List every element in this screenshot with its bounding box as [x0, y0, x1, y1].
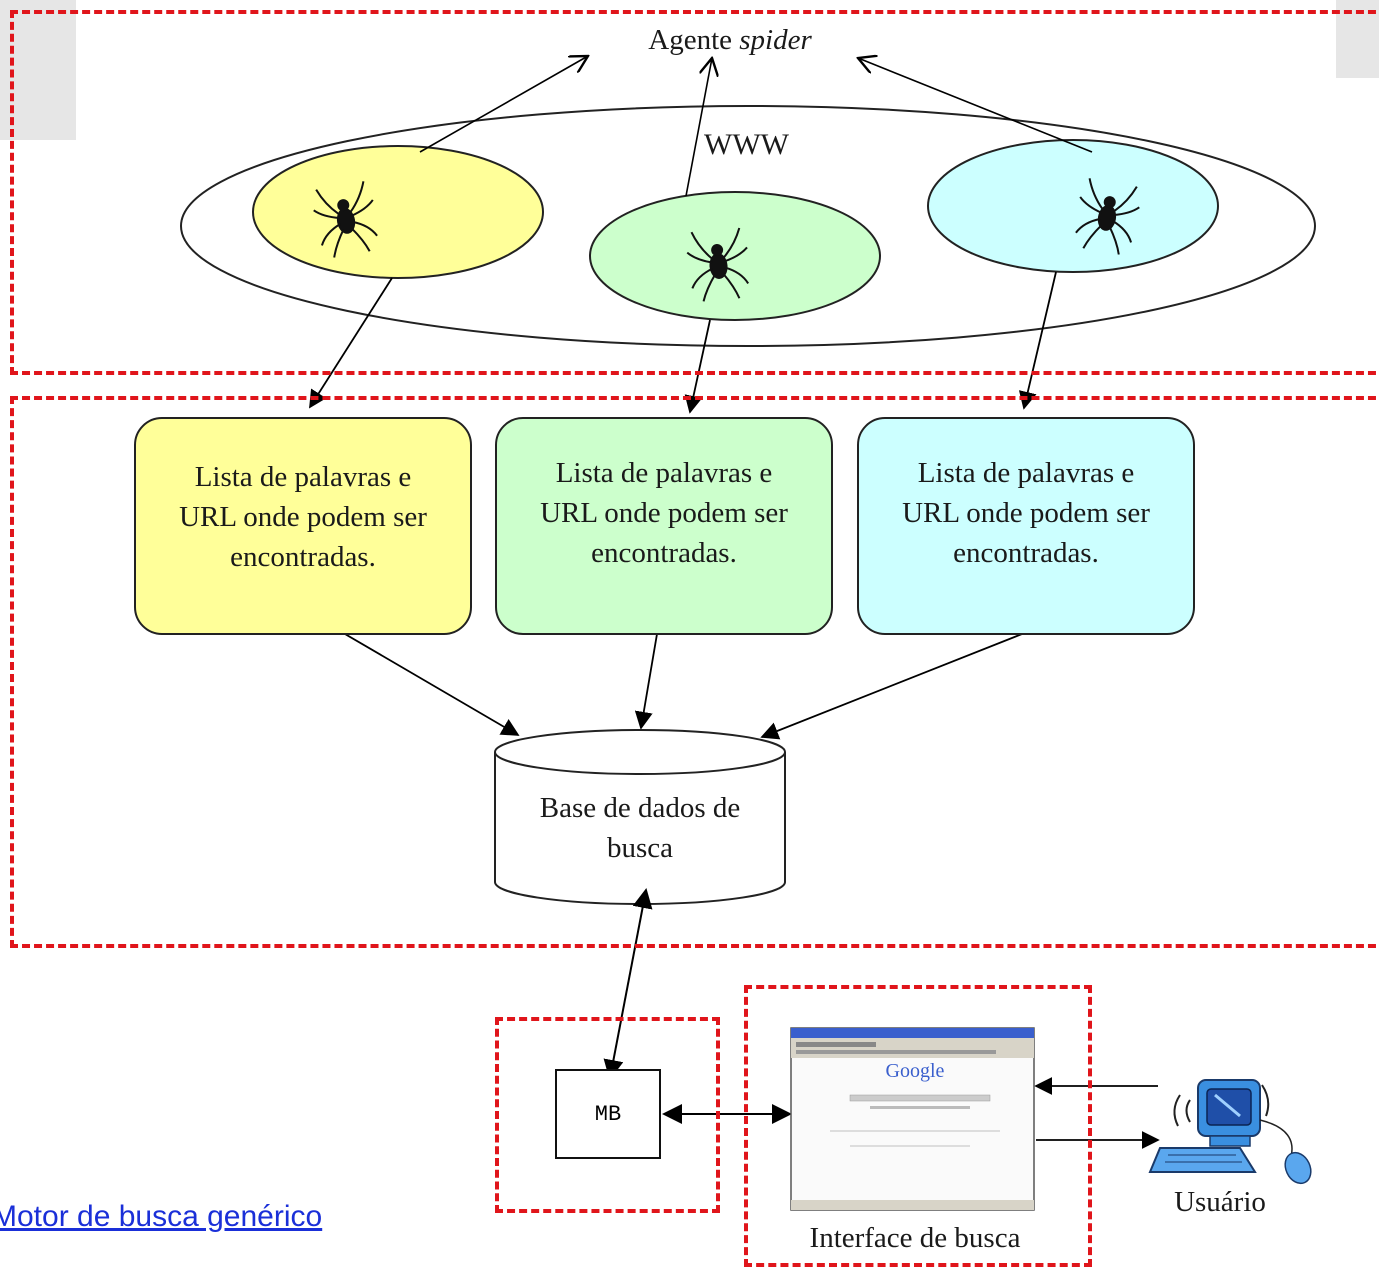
- arrow-spider2-agent: [685, 58, 712, 197]
- word-list-box-green: Lista de palavras e URL onde podem ser e…: [495, 417, 833, 635]
- word-list-text: Lista de palavras e URL onde podem ser e…: [179, 457, 427, 577]
- word-list-line: URL onde podem ser: [902, 497, 1150, 529]
- arrow-db-mb: [603, 888, 653, 1080]
- word-list-line: Lista de palavras e: [194, 461, 412, 493]
- word-list-box-yellow: Lista de palavras e URL onde podem ser e…: [134, 417, 472, 635]
- arrow-list2-db: [634, 633, 658, 730]
- interface-label: Interface de busca: [809, 1222, 1021, 1254]
- user-label: Usuário: [1174, 1186, 1266, 1218]
- user-computer-icon: [1148, 1079, 1312, 1185]
- agent-label-prefix: Agente: [648, 24, 740, 56]
- database-cylinder: [494, 729, 786, 905]
- arrow-spider1-list: [309, 277, 393, 409]
- www-ellipse: [180, 105, 1316, 347]
- agent-label-italic: spider: [739, 24, 812, 56]
- word-list-text: Lista de palavras e URL onde podem ser e…: [902, 453, 1150, 573]
- database-label: Base de dados de busca: [495, 788, 785, 868]
- region-mb: [495, 1017, 720, 1213]
- browser-logo: Google: [885, 1060, 945, 1082]
- word-list-line: URL onde podem ser: [540, 497, 788, 529]
- word-list-line: encontradas.: [230, 541, 376, 573]
- arrow-spider1-agent: [419, 56, 588, 153]
- arrow-list3-db: [760, 633, 1023, 740]
- database-line: Base de dados de: [539, 792, 741, 824]
- caption-link[interactable]: Motor de busca genérico: [0, 1200, 323, 1233]
- region-spiders: [10, 10, 1379, 375]
- region-interface: [744, 985, 1092, 1267]
- arrow-spider3-agent: [858, 58, 1093, 153]
- arrow-spider3-list: [1018, 271, 1057, 410]
- arrow-list1-db: [344, 633, 520, 736]
- mb-label: MB: [594, 1101, 622, 1127]
- browser-window-icon: [790, 1027, 1035, 1211]
- region-indexing: [10, 396, 1379, 948]
- database-line: busca: [606, 832, 674, 864]
- word-list-line: encontradas.: [591, 537, 737, 569]
- agent-spider-label: Agente spider: [600, 24, 860, 57]
- www-label: WWW: [704, 128, 789, 161]
- spider-ellipse-yellow: [252, 145, 544, 279]
- spider-ellipse-cyan: [927, 139, 1219, 273]
- word-list-text: Lista de palavras e URL onde podem ser e…: [540, 453, 788, 573]
- word-list-line: URL onde podem ser: [179, 501, 427, 533]
- mb-box: MB: [555, 1069, 661, 1159]
- word-list-line: Lista de palavras e: [917, 457, 1135, 489]
- word-list-line: encontradas.: [953, 537, 1099, 569]
- word-list-box-cyan: Lista de palavras e URL onde podem ser e…: [857, 417, 1195, 635]
- word-list-line: Lista de palavras e: [555, 457, 773, 489]
